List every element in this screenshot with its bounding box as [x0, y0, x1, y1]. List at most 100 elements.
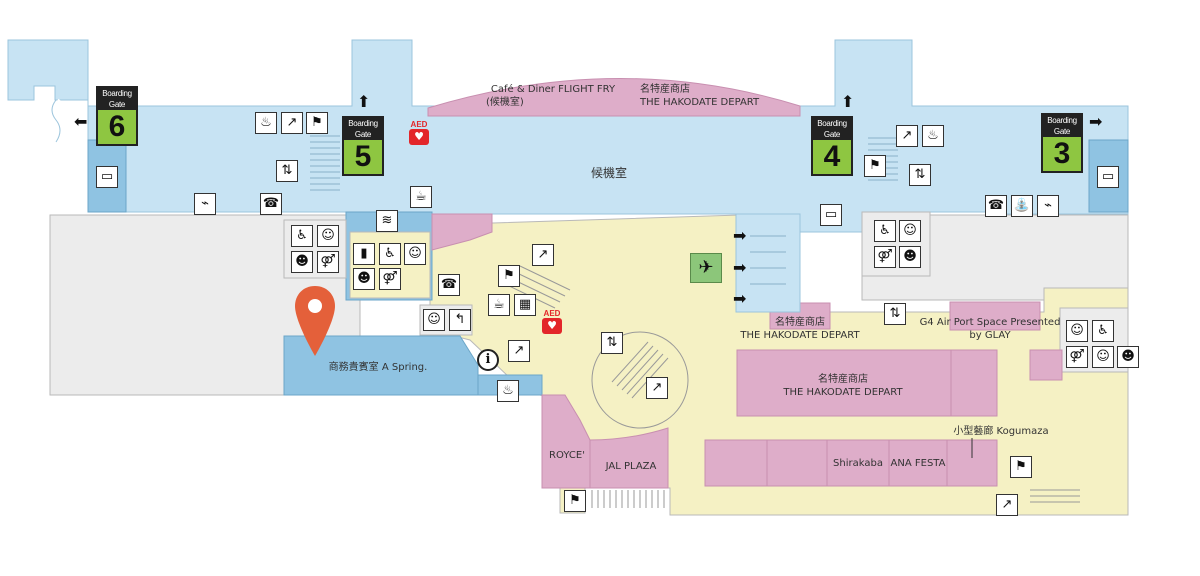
cafe-flight-fry-area	[427, 78, 801, 117]
escalator-icon: ↗	[996, 494, 1018, 516]
jal-plaza-label: JAL PLAZA	[605, 461, 657, 472]
computer-icon: ▭	[820, 204, 842, 226]
wheelchair-icon: ♿	[1092, 320, 1114, 342]
boarding-gate-label: Boarding Gate	[344, 118, 382, 140]
shop-top-sublabel: THE HAKODATE DEPART	[640, 97, 760, 108]
escalator-icon: ↗	[896, 125, 918, 147]
stairs-icon: ⚑	[498, 265, 520, 287]
baby-care-icon: ☺	[317, 225, 339, 247]
shop-pink-corner	[431, 213, 493, 251]
locker-icon: ▮	[353, 243, 375, 265]
power-outlet-icon: ⌁	[194, 193, 216, 215]
departure-corridor	[735, 213, 801, 313]
stairs-icon: ⚑	[564, 490, 586, 512]
aed-icon: AED♥	[409, 120, 429, 145]
restroom-icon: ⚤	[317, 251, 339, 273]
family-restroom-icon: ☻	[353, 268, 375, 290]
baby-care-icon: ☺	[404, 243, 426, 265]
escalator-icon: ↗	[508, 340, 530, 362]
shop-mid-sublabel: THE HAKODATE DEPART	[740, 330, 860, 341]
cafe-subtitle: (候機室)	[486, 97, 524, 108]
cafe-flight-fry-label: Café & Diner FLIGHT FRY	[490, 84, 616, 95]
massage-chair-icon: ♨	[255, 112, 277, 134]
boarding-gate-number: 3	[1053, 137, 1071, 170]
stairs-icon: ⚑	[306, 112, 328, 134]
computer-icon: ▭	[96, 166, 118, 188]
massage-chair-icon: ♨	[922, 125, 944, 147]
family-restroom-icon: ☻	[899, 246, 921, 268]
family-restroom-icon: ☻	[291, 251, 313, 273]
escalator-stripes-bottom	[591, 489, 1080, 508]
baby-care-icon: ☺	[1092, 346, 1114, 368]
boarding-gate-6: Boarding Gate 6	[96, 86, 138, 146]
royce-label: ROYCE'	[549, 450, 585, 461]
smoking-room-icon: ☕	[410, 186, 432, 208]
waiting-room-label: 候機室	[590, 166, 628, 180]
boarding-gate-label: Boarding Gate	[1043, 115, 1081, 137]
jal-plaza-shop	[589, 427, 669, 489]
telephone-icon: ☎	[438, 274, 460, 296]
boarding-gate-number: 5	[354, 140, 372, 173]
shop-big-label: 名特産商店	[818, 374, 868, 385]
elevator-icon: ⇅	[601, 332, 623, 354]
break-mark	[54, 98, 66, 144]
boarding-gate-5: Boarding Gate 5	[342, 116, 384, 176]
g4-space-label: G4 Air Port Space Presented	[919, 317, 1061, 328]
elevator-icon: ⇅	[909, 164, 931, 186]
ana-festa-label: ANA FESTA	[890, 458, 946, 469]
central-hall-circle	[591, 331, 689, 429]
information-icon: i	[477, 349, 499, 371]
g4-space-pink	[949, 301, 1041, 331]
smoking-icon: ≋	[376, 210, 398, 232]
arrow-right-icon: ➡	[1089, 112, 1103, 131]
boarding-gate-3: Boarding Gate 3	[1041, 113, 1083, 173]
escalator-icon: ↗	[646, 377, 668, 399]
arrow-right-icon: ➡	[733, 258, 747, 277]
baby-care-icon: ☺	[899, 220, 921, 242]
aed-icon: AED♥	[542, 309, 562, 334]
ticket-machine-icon: ▦	[514, 294, 536, 316]
shop-mid-label: 名特産商店	[775, 317, 825, 328]
kogumaza-label: 小型藝廊 Kogumaza	[953, 426, 1049, 437]
restroom-icon: ⚤	[379, 268, 401, 290]
stairs-icon: ⚑	[864, 155, 886, 177]
escalator-icon: ↗	[281, 112, 303, 134]
wheelchair-icon: ♿	[291, 225, 313, 247]
nursing-room-icon: ☺	[423, 309, 445, 331]
arrow-left-icon: ⬅	[74, 112, 88, 131]
shop-big-pink-right	[950, 349, 998, 417]
ramp-icon: ↰	[449, 309, 471, 331]
telephone-icon: ☎	[260, 193, 282, 215]
restroom-icon: ⚤	[1066, 346, 1088, 368]
computer-icon: ▭	[1097, 166, 1119, 188]
family-restroom-icon: ☻	[1117, 346, 1139, 368]
location-pin-icon	[295, 286, 335, 356]
shirakaba-label: Shirakaba	[833, 458, 883, 469]
boarding-gate-label: Boarding Gate	[98, 88, 136, 110]
arrow-up-icon: ⬆	[841, 92, 855, 111]
g4-space-sublabel: by GLAY	[969, 330, 1011, 341]
boarding-gate-label: Boarding Gate	[813, 118, 851, 140]
wheelchair-icon: ♿	[379, 243, 401, 265]
nursing-room-icon: ☺	[1066, 320, 1088, 342]
boarding-gate-4: Boarding Gate 4	[811, 116, 853, 176]
escalator-icon: ↗	[532, 244, 554, 266]
smoking-room-icon: ☕	[488, 294, 510, 316]
power-outlet-icon: ⌁	[1037, 195, 1059, 217]
shop-big-sublabel: THE HAKODATE DEPART	[783, 387, 903, 398]
departure-airplane-icon: ✈	[690, 253, 722, 283]
arrow-right-icon: ➡	[733, 226, 747, 245]
drinking-water-icon: ⛲	[1011, 195, 1033, 217]
lounge-label: 商務貴賓室 A Spring.	[328, 362, 428, 373]
telephone-icon: ☎	[985, 195, 1007, 217]
restroom-icon: ⚤	[874, 246, 896, 268]
arrow-up-icon: ⬆	[357, 92, 371, 111]
arrow-right-icon: ➡	[733, 289, 747, 308]
stairs-icon: ⚑	[1010, 456, 1032, 478]
shop-top-label: 名特産商店	[640, 84, 690, 95]
escalator-stripes-center	[611, 341, 669, 399]
massage-chair-icon: ♨	[497, 380, 519, 402]
elevator-icon: ⇅	[276, 160, 298, 182]
shop-far-right-pink	[1029, 349, 1063, 381]
boarding-gate-number: 4	[823, 140, 841, 173]
